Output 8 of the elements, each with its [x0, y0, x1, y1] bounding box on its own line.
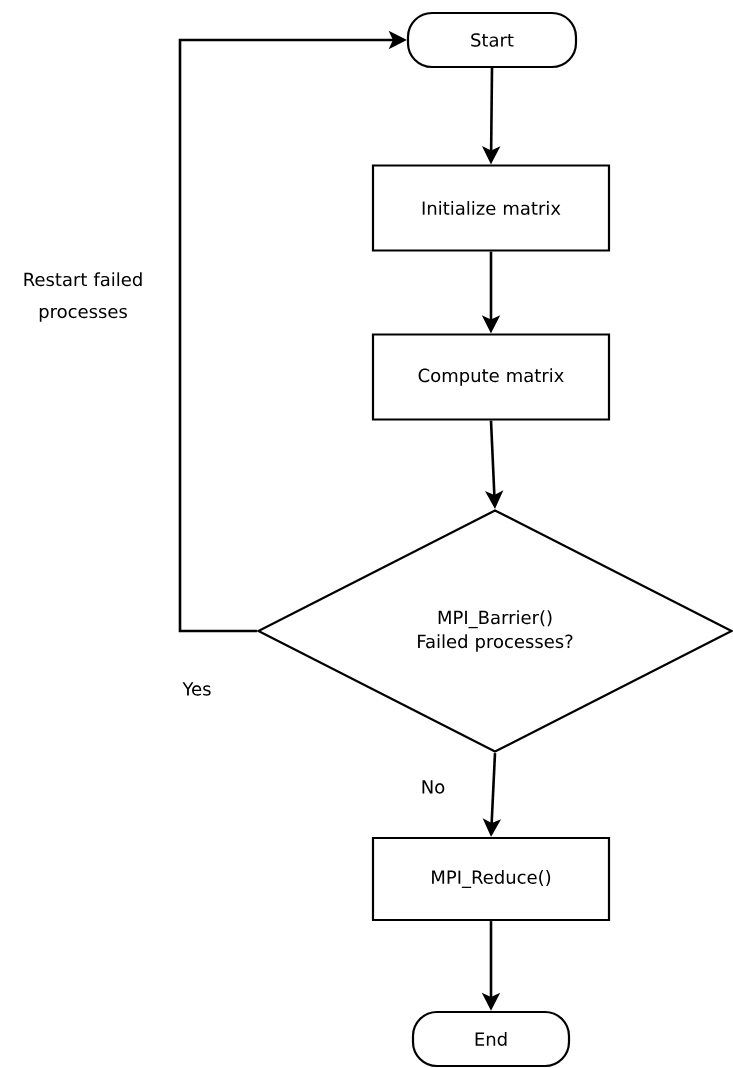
edge-label: No: [422, 780, 445, 794]
edge-label: Yes: [182, 682, 211, 696]
process-box: MPI_Reduce(): [371, 836, 611, 922]
terminal-box: End: [411, 1010, 571, 1068]
note-label: Restart failed processes: [24, 272, 142, 322]
terminal-box: Start: [406, 11, 578, 69]
process-box: Compute matrix: [371, 333, 611, 421]
process-box: Initialize matrix: [371, 164, 611, 252]
